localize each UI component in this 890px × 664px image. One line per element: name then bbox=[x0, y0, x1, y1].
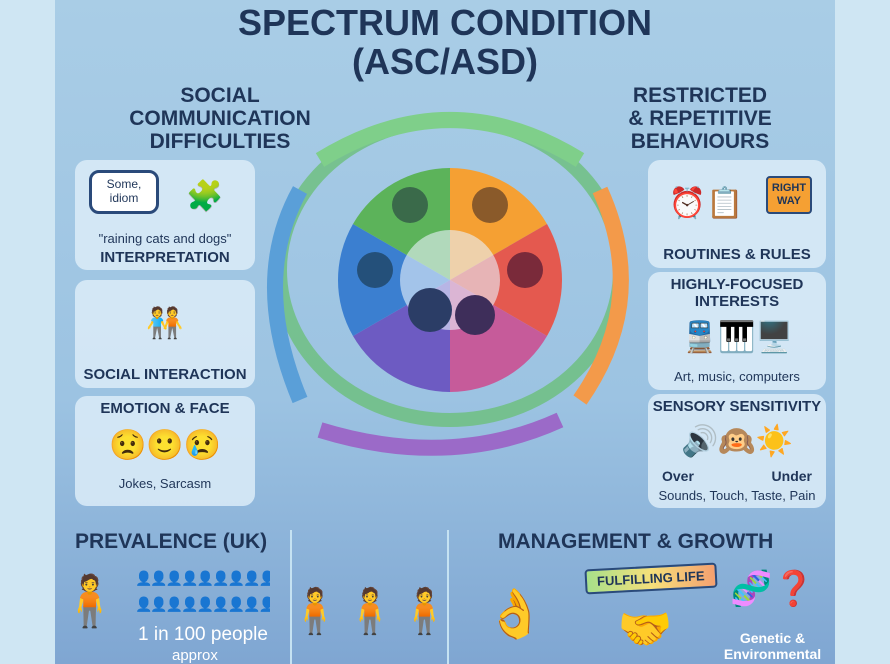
cycle-arrow-left bbox=[267, 186, 308, 404]
sensory-label: SENSORY SENSITIVITY bbox=[652, 398, 822, 415]
train-piano-computer-icons: 🚆🎹🖥️ bbox=[680, 320, 794, 354]
bubble-text: Some, idiom bbox=[106, 177, 142, 205]
heading-line: BEHAVIOURS bbox=[630, 130, 770, 153]
right-way-sign: RIGHT WAY bbox=[766, 176, 812, 214]
right-heading: RESTRICTED & REPETITIVE BEHAVIOURS bbox=[590, 84, 810, 153]
spectrum-cycle-diagram bbox=[267, 112, 629, 456]
crowd-icon-grid: 👤👤👤👤👤👤👤👤👤👤👤👤👤👤👤👤👤👤👤👤 bbox=[135, 570, 270, 612]
emotion-label: EMOTION & FACE bbox=[100, 400, 230, 417]
family-group-icon: 🧍🧍🧍 bbox=[300, 587, 440, 637]
person-icon: 🧍 bbox=[70, 572, 110, 629]
heading-line: COMMUNICATION bbox=[129, 107, 311, 130]
cause-line: Environmental bbox=[723, 646, 822, 662]
over-label: Over bbox=[662, 468, 694, 484]
sign-text: RIGHT WAY bbox=[771, 182, 807, 207]
cycle-arrow-right bbox=[573, 186, 629, 405]
interests-label-1: HIGHLY-FOCUSED bbox=[670, 276, 804, 293]
social-label: SOCIAL INTERACTION bbox=[83, 366, 247, 383]
prevalence-stat: 1 in 100 people bbox=[138, 624, 268, 645]
speech-bubble-icon: Some, idiom bbox=[89, 170, 159, 214]
idiom-quote: "raining cats and dogs" bbox=[98, 231, 232, 246]
cause-line: Genetic & bbox=[739, 630, 806, 646]
cycle-arrow-top bbox=[315, 112, 585, 167]
idiom-interpretation-card: Some, idiom 🧩 "raining cats and dogs" IN… bbox=[75, 160, 255, 270]
dna-question-icon: 🧬❓ bbox=[730, 570, 815, 609]
under-label: Under bbox=[771, 468, 812, 484]
idiom-label: INTERPRETATION bbox=[100, 249, 230, 266]
speaker-person-sun-icons: 🔊🙉☀️ bbox=[680, 424, 794, 458]
title-line-2: (ASC/ASD) bbox=[352, 41, 538, 82]
emotion-caption: Jokes, Sarcasm bbox=[118, 476, 212, 491]
routines-label: ROUTINES & RULES bbox=[663, 246, 811, 263]
social-interaction-card: 🧑‍🤝‍🧑 SOCIAL INTERACTION bbox=[75, 280, 255, 388]
sensory-sensitivity-card: SENSORY SENSITIVITY 🔊🙉☀️ Over Under Soun… bbox=[648, 394, 826, 508]
heading-line: DIFFICULTIES bbox=[149, 130, 291, 153]
sensory-caption: Sounds, Touch, Taste, Pain bbox=[658, 488, 816, 503]
divider bbox=[290, 530, 292, 664]
prevalence-heading: PREVALENCE (UK) bbox=[75, 530, 268, 553]
rainbow-faces-wheel bbox=[337, 168, 563, 392]
heading-line: RESTRICTED bbox=[632, 84, 768, 107]
heading-line: & REPETITIVE bbox=[628, 107, 772, 130]
sign-language-hands-icon: 👌 bbox=[485, 587, 545, 641]
clock-checklist-icon: ⏰📋 bbox=[668, 186, 744, 220]
emotion-faces-icon: 😟🙂😢 bbox=[108, 428, 222, 462]
puzzle-piece-icon: 🧩 bbox=[186, 179, 224, 213]
heading-line: SOCIAL bbox=[180, 84, 260, 107]
two-people-conversation-icon: 🧑‍🤝‍🧑 bbox=[146, 306, 184, 340]
handshake-people-icon: 🤝 bbox=[617, 605, 673, 655]
causes-text: Genetic &Environmental bbox=[715, 630, 830, 662]
divider bbox=[447, 530, 449, 664]
title-line-1: SPECTRUM CONDITION bbox=[238, 2, 652, 43]
emotion-face-card: EMOTION & FACE 😟🙂😢 Jokes, Sarcasm bbox=[75, 396, 255, 506]
interests-caption: Art, music, computers bbox=[674, 369, 800, 384]
cycle-arrow-bottom bbox=[317, 412, 564, 456]
interests-label-2: INTERESTS bbox=[694, 293, 780, 310]
focused-interests-card: HIGHLY-FOCUSED INTERESTS 🚆🎹🖥️ Art, music… bbox=[648, 272, 826, 390]
routines-rules-card: ⏰📋 RIGHT WAY ROUTINES & RULES bbox=[648, 160, 826, 268]
left-heading: SOCIAL COMMUNICATION DIFFICULTIES bbox=[120, 84, 320, 153]
management-heading: MANAGEMENT & GROWTH bbox=[498, 530, 774, 553]
prevalence-note: approx bbox=[172, 647, 218, 664]
